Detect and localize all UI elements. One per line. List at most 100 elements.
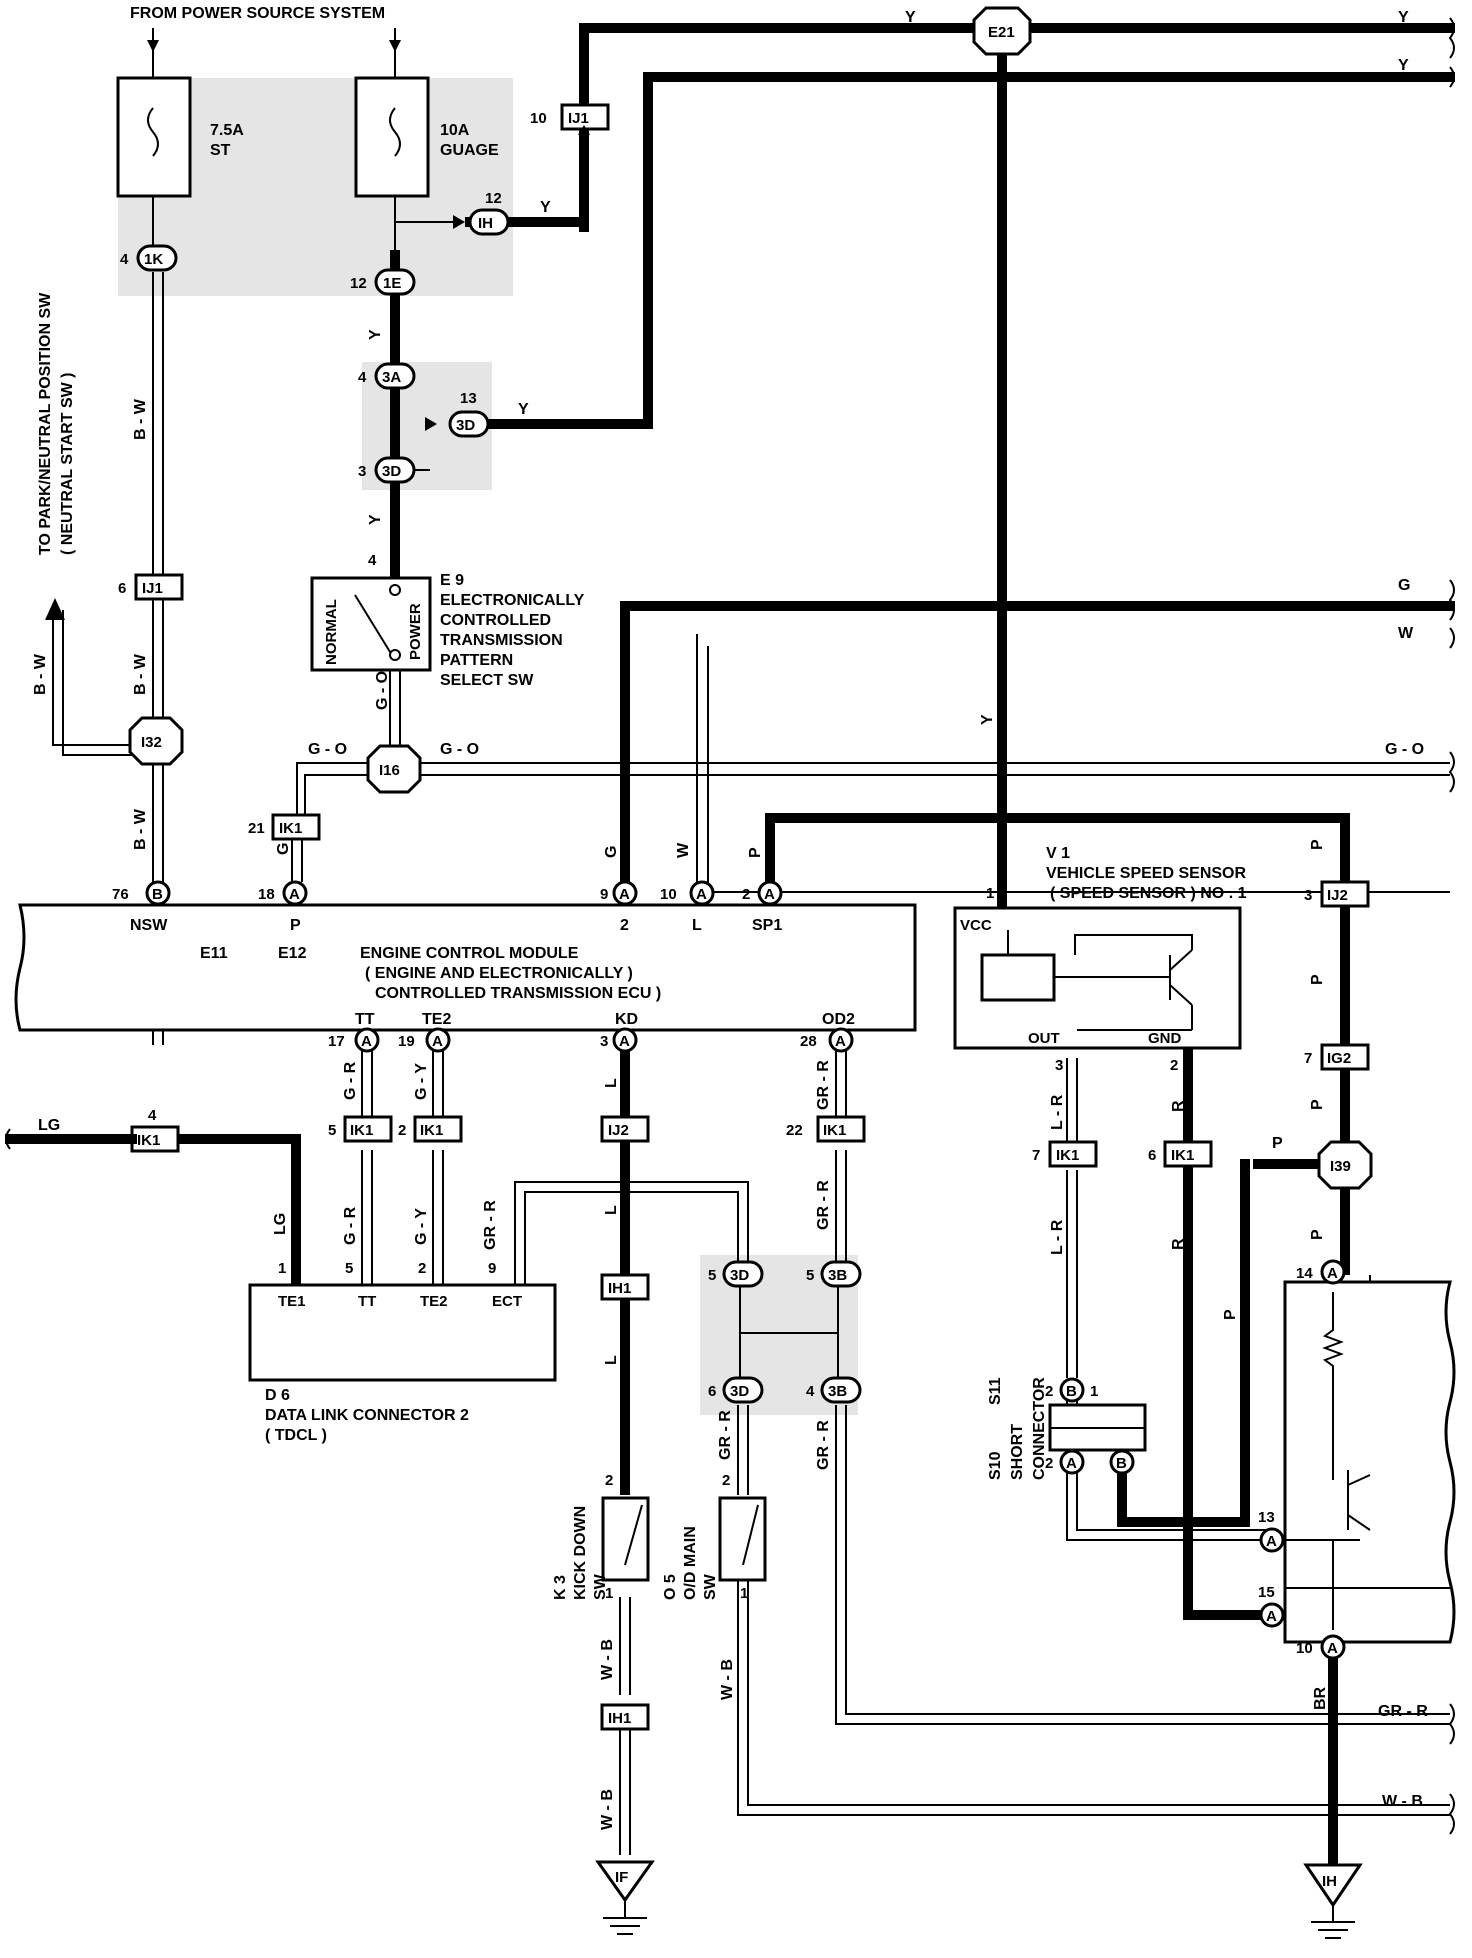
svg-text:IF: IF <box>615 1869 628 1886</box>
power-source-label: FROM POWER SOURCE SYSTEM <box>130 5 385 22</box>
svg-text:TRANSMISSION: TRANSMISSION <box>440 632 563 649</box>
svg-text:L: L <box>603 1205 620 1215</box>
svg-text:A: A <box>1266 1608 1277 1625</box>
svg-text:D 6: D 6 <box>265 1387 290 1404</box>
svg-text:ELECTRONICALLY: ELECTRONICALLY <box>440 592 585 609</box>
svg-text:B - W: B - W <box>132 808 149 850</box>
svg-text:I39: I39 <box>1330 1158 1351 1175</box>
connector-ij2-right: IJ2 3 <box>1304 880 1370 908</box>
svg-text:76: 76 <box>112 886 129 903</box>
connector-ig2: IG2 7 <box>1304 1043 1370 1071</box>
svg-text:A: A <box>1266 1533 1277 1550</box>
svg-text:GR - R: GR - R <box>717 1410 734 1460</box>
svg-text:R: R <box>1170 1238 1187 1250</box>
svg-text:GR - R: GR - R <box>815 1420 832 1470</box>
svg-text:CONTROLLED: CONTROLLED <box>440 612 551 629</box>
junction-i16: I16 <box>366 744 422 794</box>
svg-text:4: 4 <box>148 1107 157 1124</box>
svg-text:10: 10 <box>530 110 547 127</box>
svg-text:IK1: IK1 <box>823 1122 846 1139</box>
v1-vehicle-speed-sensor: VCC OUT GND 1 3 2 V 1 VEHICLE SPEED SENS… <box>953 845 1247 1074</box>
svg-text:G - Y: G - Y <box>413 1063 430 1100</box>
svg-text:2: 2 <box>1045 1455 1053 1472</box>
svg-text:I16: I16 <box>379 762 400 779</box>
svg-text:TT: TT <box>358 1293 376 1310</box>
svg-text:SELECT SW: SELECT SW <box>440 672 534 689</box>
ground-ih: IH <box>1303 1863 1363 1939</box>
svg-text:2: 2 <box>605 1472 613 1489</box>
svg-text:5: 5 <box>708 1267 716 1284</box>
svg-text:7: 7 <box>1032 1147 1040 1164</box>
svg-text:DATA LINK CONNECTOR 2: DATA LINK CONNECTOR 2 <box>265 1407 469 1424</box>
svg-text:A: A <box>619 1033 630 1050</box>
svg-text:L: L <box>692 917 702 934</box>
svg-text:5: 5 <box>345 1260 353 1277</box>
svg-text:P: P <box>1309 974 1326 985</box>
svg-text:BR: BR <box>1312 1686 1329 1710</box>
svg-text:1: 1 <box>605 1585 613 1602</box>
d6-data-link-connector: TE1 TT TE2 ECT 1 5 2 9 D 6 DATA LINK CON… <box>248 1260 557 1444</box>
pin-4-e9: 4 <box>368 552 377 569</box>
svg-text:( TDCL ): ( TDCL ) <box>265 1427 327 1444</box>
ground-if: IF <box>595 1860 655 1935</box>
svg-text:P: P <box>1309 1099 1326 1110</box>
svg-text:GR - R: GR - R <box>815 1060 832 1110</box>
svg-text:10: 10 <box>1296 1640 1313 1657</box>
svg-text:A: A <box>361 1033 372 1050</box>
svg-text:4: 4 <box>358 369 367 386</box>
svg-text:IG2: IG2 <box>1327 1050 1351 1067</box>
svg-text:1: 1 <box>740 1585 748 1602</box>
svg-text:Y: Y <box>518 401 529 418</box>
svg-text:1: 1 <box>1090 1383 1098 1400</box>
svg-text:3B: 3B <box>828 1383 847 1400</box>
svg-text:3D: 3D <box>730 1267 749 1284</box>
svg-text:SW: SW <box>702 1573 719 1600</box>
svg-text:I32: I32 <box>141 734 162 751</box>
svg-text:3A: 3A <box>382 369 401 386</box>
connector-3a: 3A 4 <box>358 362 416 390</box>
svg-text:17: 17 <box>328 1033 345 1050</box>
svg-text:O 5: O 5 <box>662 1574 679 1600</box>
k3-kick-down-switch: 2 1 K 3 KICK DOWN SW <box>552 1472 650 1602</box>
connector-3d: 3D 3 <box>358 456 416 484</box>
svg-text:22: 22 <box>786 1122 803 1139</box>
svg-text:L: L <box>603 1355 620 1365</box>
fuse-st-amp: 7.5A <box>210 122 244 139</box>
svg-text:A: A <box>1327 1265 1338 1282</box>
svg-text:W - B: W - B <box>599 1789 616 1830</box>
svg-text:POWER: POWER <box>407 603 424 660</box>
svg-text:IH: IH <box>478 215 493 232</box>
svg-text:2: 2 <box>398 1122 406 1139</box>
svg-text:G - O: G - O <box>374 671 391 710</box>
connector-3d-6: 3D 6 <box>708 1376 764 1404</box>
svg-text:OUT: OUT <box>1028 1030 1060 1047</box>
svg-text:ENGINE CONTROL MODULE: ENGINE CONTROL MODULE <box>360 945 579 962</box>
connector-ik1-lg: IK1 4 <box>130 1107 180 1153</box>
svg-text:12: 12 <box>485 190 502 207</box>
svg-text:13: 13 <box>460 390 477 407</box>
svg-text:( NEUTRAL START SW ): ( NEUTRAL START SW ) <box>59 373 76 556</box>
svg-text:A: A <box>835 1033 846 1050</box>
svg-text:4: 4 <box>806 1383 815 1400</box>
svg-text:SP1: SP1 <box>752 917 782 934</box>
svg-text:IK1: IK1 <box>1171 1147 1194 1164</box>
svg-text:L - R: L - R <box>1049 1219 1066 1255</box>
svg-text:A: A <box>696 886 707 903</box>
svg-text:2: 2 <box>742 886 750 903</box>
svg-text:R: R <box>1170 1100 1187 1112</box>
junction-i32: I32 <box>128 716 184 766</box>
svg-text:LG: LG <box>272 1213 289 1235</box>
junction-e21: E21 <box>972 6 1032 56</box>
svg-text:A: A <box>619 886 630 903</box>
connector-1e: 1E 12 <box>350 268 416 296</box>
svg-text:ECT: ECT <box>492 1293 522 1310</box>
svg-text:A: A <box>1327 1640 1338 1657</box>
svg-text:P: P <box>290 917 301 934</box>
svg-text:VCC: VCC <box>960 917 992 934</box>
svg-text:TT: TT <box>355 1011 375 1028</box>
connector-3d-5: 3D 5 <box>708 1260 764 1288</box>
svg-text:Y: Y <box>1398 9 1409 26</box>
connector-ik1-7: IK1 7 <box>1032 1140 1098 1168</box>
svg-text:IH: IH <box>1322 1873 1337 1890</box>
svg-text:L: L <box>603 1078 620 1088</box>
